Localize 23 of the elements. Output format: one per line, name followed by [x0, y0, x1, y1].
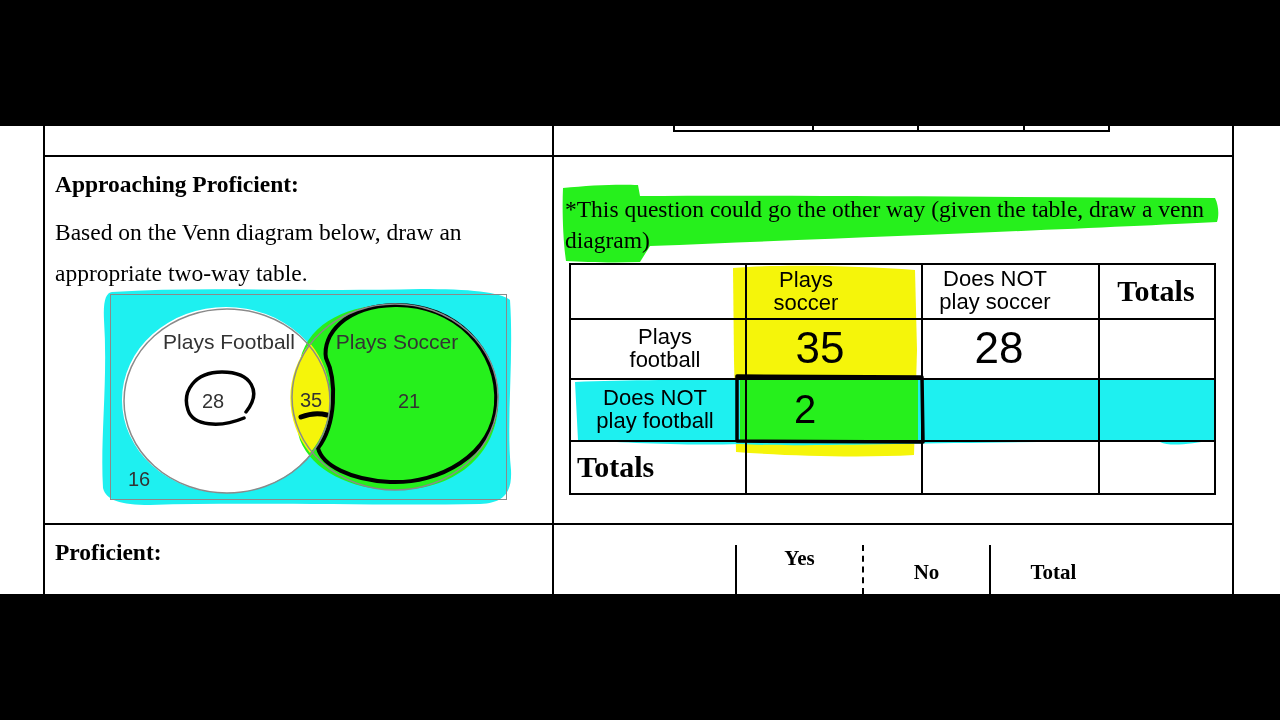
handwritten-label: Does NOT play football — [595, 386, 715, 432]
column-header: Yes — [784, 545, 815, 571]
region-count: 21 — [397, 389, 421, 413]
row-header: Totals — [577, 449, 655, 484]
highlighted-note: *This question could go the other way (given the table, draw a venn diagram) — [562, 184, 1220, 264]
section-heading: Proficient: — [55, 538, 162, 566]
instruction-text: Based on the Venn diagram below, draw an appropriate two-way table. — [55, 218, 463, 288]
handwritten-label: Does NOT play soccer — [938, 267, 1052, 313]
handwritten-label: Plays football — [628, 325, 702, 371]
region-count: 28 — [201, 389, 225, 413]
handwritten-number: 2 — [793, 387, 817, 431]
column-header: Total — [1030, 559, 1077, 585]
venn-circle — [123, 308, 331, 494]
column-header: Totals — [1117, 273, 1195, 308]
handwritten-number: 35 — [795, 324, 845, 372]
handwritten-label: Plays soccer — [772, 268, 840, 314]
set-label: Plays Soccer — [335, 330, 459, 354]
set-label: Plays Football — [163, 330, 295, 354]
handwritten-number: 28 — [974, 324, 1024, 372]
section-heading: Approaching Proficient: — [55, 170, 299, 198]
region-count: 35 — [299, 388, 323, 412]
region-count: 16 — [127, 467, 151, 491]
column-header: No — [913, 559, 940, 585]
